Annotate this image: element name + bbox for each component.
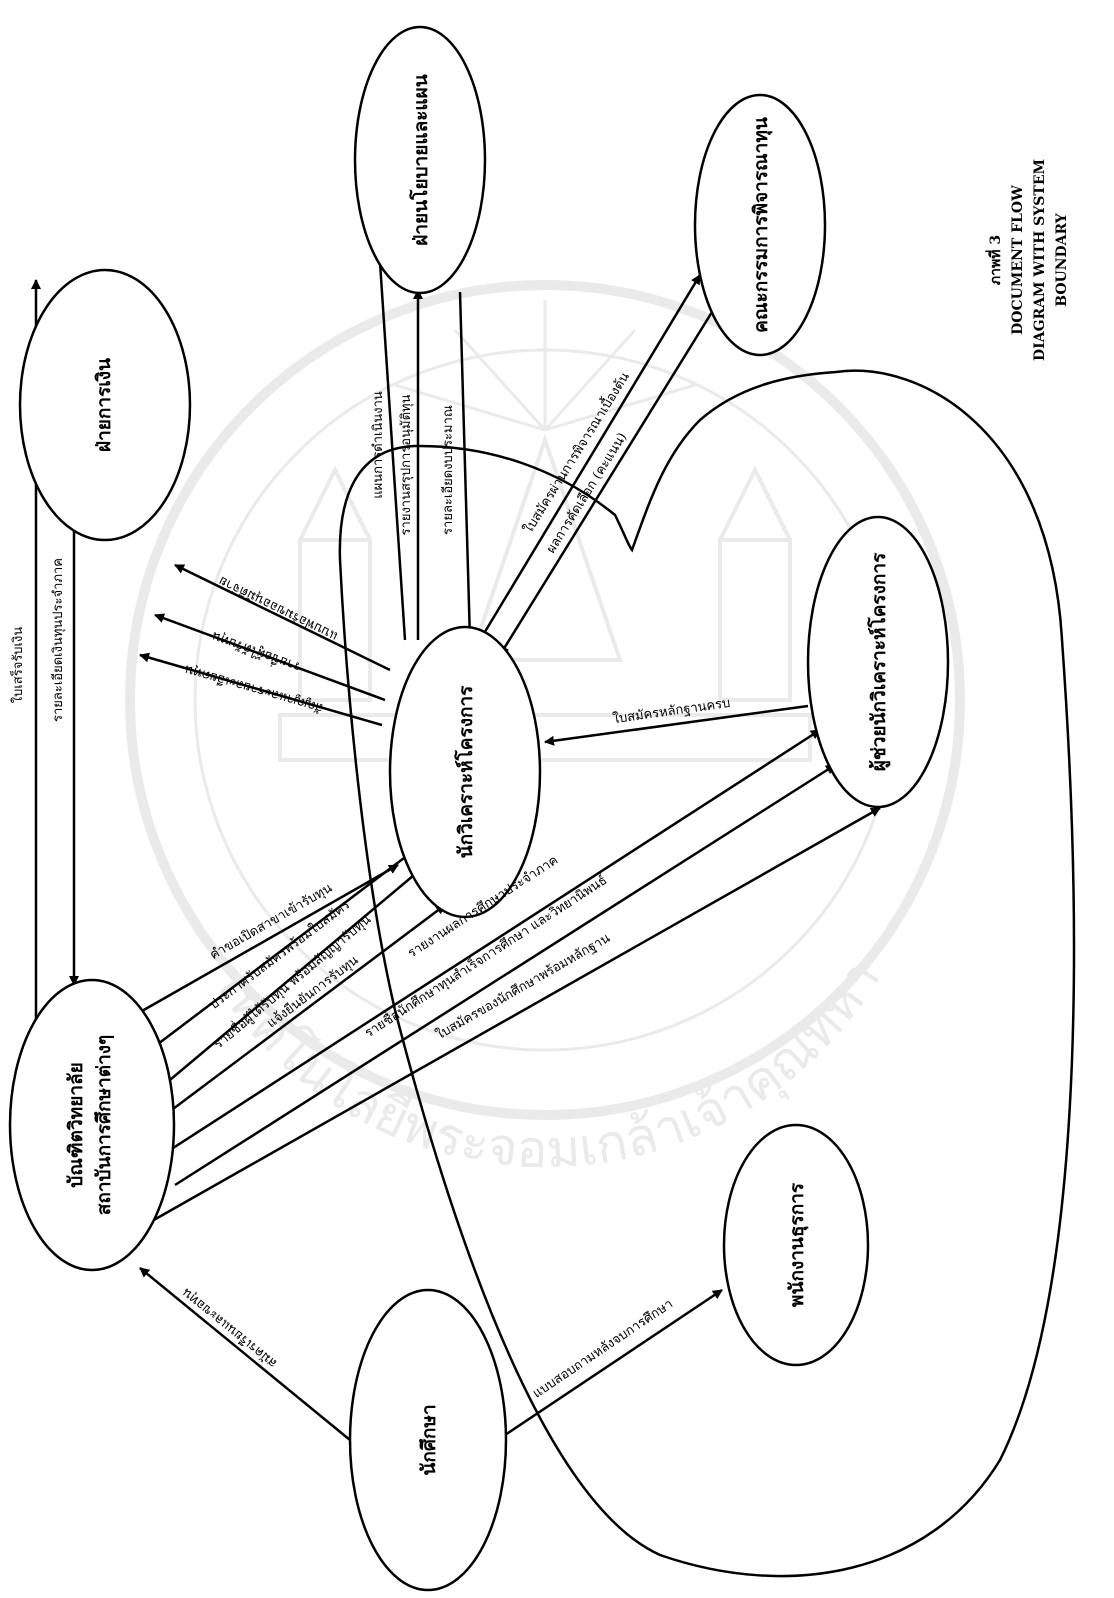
- caption-title-line3: BOUNDARY: [1054, 212, 1070, 307]
- node-finance: [18, 268, 192, 542]
- label-application-with-evidence: ใบสมัครของนักศึกษาพร้อมหลักฐาน: [433, 930, 613, 1043]
- label-student-to-grad: สมัครเรียนและขอทุน: [179, 1285, 281, 1372]
- label-evidence-complete: ใบสมัครหลักฐานครบ: [612, 695, 732, 727]
- label-graduate-school-line1: บัณฑิตวิทยาลัย: [65, 1062, 87, 1188]
- label-receipt: ใบเสร็จรับเงิน: [8, 627, 26, 704]
- label-policy-flow1: แผนการดำเนินงาน: [371, 391, 386, 499]
- arrow-fin-flow1: [174, 563, 391, 672]
- arrow-notify-receipt: [164, 904, 446, 1116]
- arrow-committee-flow2: [498, 311, 714, 656]
- arrow-fin-flow2: [154, 613, 386, 702]
- node-graduate-school: [8, 978, 176, 1272]
- arrow-student-to-grad: [139, 1267, 351, 1441]
- node-staff: [722, 1123, 870, 1367]
- arrow-recipients-list: [157, 869, 421, 1091]
- arrow-evidence-complete: [544, 704, 809, 746]
- arrow-request-funding: [134, 863, 399, 1017]
- caption-figure-label: ภาพที่ 3: [985, 235, 1004, 285]
- label-finance: ฝ่ายการเงิน: [93, 358, 115, 452]
- label-staff: พนักงานธุรการ: [786, 1182, 809, 1307]
- label-assistant-analyst: ผู้ช่วยนักวิเคราะห์โครงการ: [867, 552, 891, 771]
- arrow-survey: [504, 1288, 723, 1437]
- arrow-semester-report: [169, 728, 821, 1152]
- label-fin-flow2: รายชื่อผู้ได้รับทุน: [209, 628, 303, 676]
- arrow-application-with-evidence: [144, 806, 881, 1227]
- label-student: นักศึกษา: [418, 1404, 440, 1475]
- arrow-committee-flow1: [478, 274, 702, 641]
- label-policy-flow3: รายละเอียดงบประมาณ: [440, 405, 456, 535]
- arrow-fin-flow3: [139, 652, 383, 727]
- node-committee: [693, 93, 827, 357]
- node-policy-planning: [353, 25, 487, 295]
- caption-title-line1: DOCUMENT FLOW: [1010, 185, 1026, 335]
- arrow-policy-flow1: [373, 231, 407, 641]
- node-student: [348, 1288, 508, 1592]
- label-committee: คณะกรรมการพิจารณาทุน: [750, 117, 773, 333]
- system-boundary: [338, 369, 1076, 1578]
- node-project-analyst: [388, 625, 542, 919]
- node-assistant-analyst: [806, 515, 950, 809]
- label-survey: แบบสอบถามหลังจบการศึกษา: [530, 1297, 676, 1402]
- label-project-analyst: นักวิเคราะห์โครงการ: [454, 685, 477, 859]
- arrow-announce-application: [149, 854, 409, 1051]
- label-policy-flow2: รายงานสรุปการอนุมัติทุน: [399, 394, 414, 535]
- arrow-policy-flow3: [458, 291, 475, 641]
- label-graduate-school-line2: สถาบันการศึกษาต่างๆ: [93, 1035, 115, 1215]
- label-fin-flow1: แบบฟอร์มขออนุมัติจ่าย: [216, 573, 340, 645]
- arrow-graduates-list: [174, 763, 836, 1187]
- label-policy-planning: ฝ่ายนโยบายและแผน: [409, 74, 432, 246]
- label-budget-detail: รายละเอียดเงินทุนประจำภาค: [50, 558, 66, 722]
- caption-title-line2: DIAGRAM WITH SYSTEM: [1032, 159, 1048, 361]
